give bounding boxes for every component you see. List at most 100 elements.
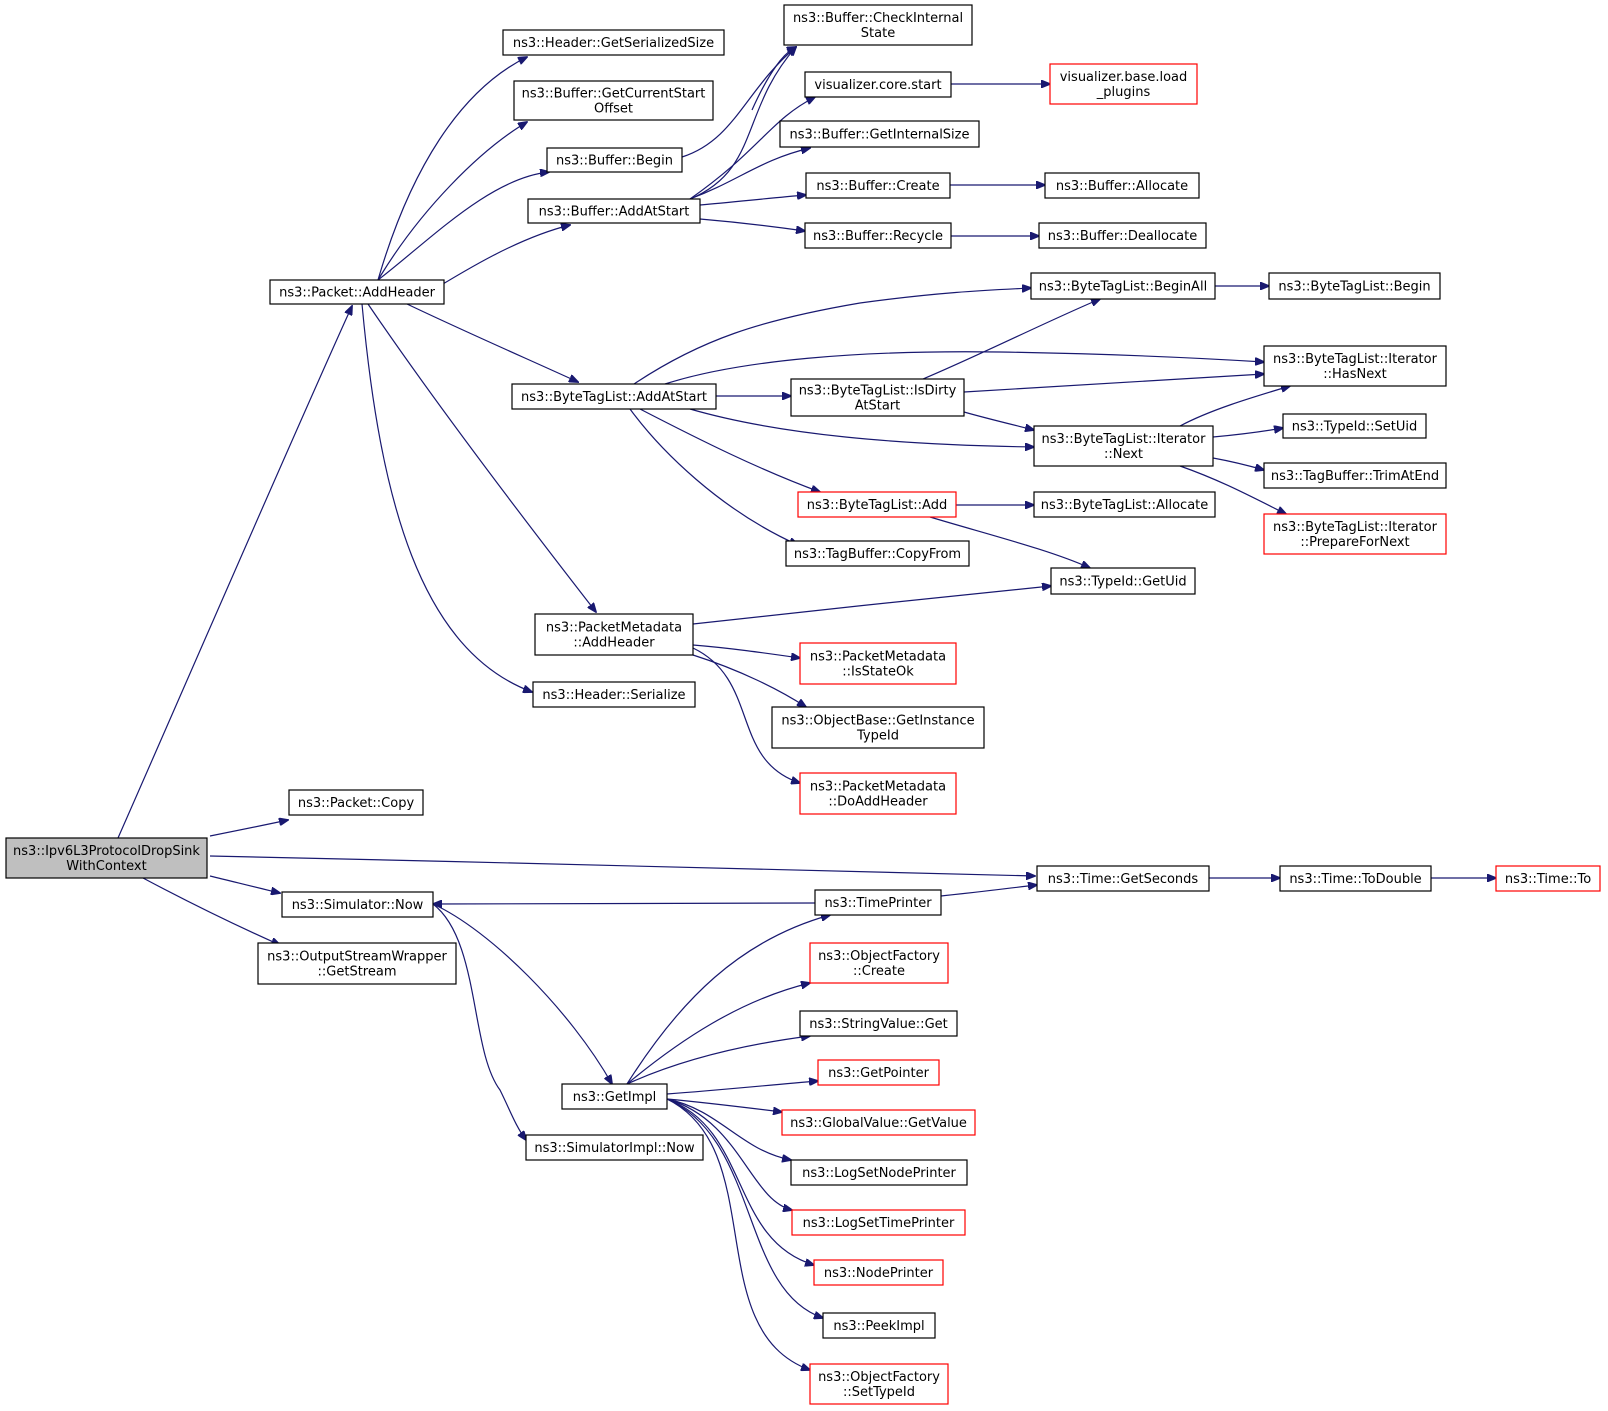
- node-buf-create[interactable]: ns3::Buffer::Create: [805, 172, 951, 199]
- node-box[interactable]: [1038, 222, 1207, 249]
- node-box[interactable]: [525, 1134, 704, 1161]
- node-typeid-getuid[interactable]: ns3::TypeId::GetUid: [1050, 567, 1196, 595]
- node-btl-it-next[interactable]: ns3::ByteTagList::Iterator::Next: [1033, 425, 1214, 467]
- node-box[interactable]: [814, 889, 942, 916]
- node-hdr-getser[interactable]: ns3::Header::GetSerializedSize: [502, 29, 725, 56]
- node-time-to[interactable]: ns3::Time::To: [1495, 865, 1601, 892]
- node-of-create[interactable]: ns3::ObjectFactory::Create: [809, 942, 949, 984]
- node-pm-addheader[interactable]: ns3::PacketMetadata::AddHeader: [534, 613, 694, 656]
- node-tagbuf-copyfrom[interactable]: ns3::TagBuffer::CopyFrom: [785, 540, 970, 567]
- node-osw-getstream[interactable]: ns3::OutputStreamWrapper::GetStream: [257, 942, 457, 985]
- node-box[interactable]: [1036, 865, 1210, 892]
- node-box[interactable]: [281, 891, 434, 918]
- node-time-todouble[interactable]: ns3::Time::ToDouble: [1279, 865, 1432, 892]
- node-viz-load[interactable]: visualizer.base.load_plugins: [1049, 63, 1198, 105]
- node-box[interactable]: [1263, 462, 1447, 489]
- node-box[interactable]: [790, 378, 965, 417]
- node-logsetnode[interactable]: ns3::LogSetNodePrinter: [790, 1159, 968, 1186]
- node-box[interactable]: [269, 279, 445, 305]
- node-box[interactable]: [809, 942, 949, 984]
- node-box[interactable]: [511, 383, 717, 410]
- node-box[interactable]: [288, 789, 424, 816]
- node-buf-addatstart[interactable]: ns3::Buffer::AddAtStart: [527, 198, 701, 224]
- node-btl-it-prep[interactable]: ns3::ByteTagList::Iterator::PrepareForNe…: [1263, 513, 1447, 555]
- node-pkt-addheader[interactable]: ns3::Packet::AddHeader: [269, 279, 445, 305]
- node-buf-recycle[interactable]: ns3::Buffer::Recycle: [804, 222, 952, 249]
- node-box[interactable]: [779, 120, 980, 148]
- node-btl-addatstart[interactable]: ns3::ByteTagList::AddAtStart: [511, 383, 717, 410]
- node-simimpl-now[interactable]: ns3::SimulatorImpl::Now: [525, 1134, 704, 1161]
- node-timeprinter[interactable]: ns3::TimePrinter: [814, 889, 942, 916]
- node-box[interactable]: [1263, 345, 1447, 387]
- node-sv-get[interactable]: ns3::StringValue::Get: [799, 1010, 958, 1037]
- node-tagbuf-trim[interactable]: ns3::TagBuffer::TrimAtEnd: [1263, 462, 1447, 489]
- node-time-getseconds[interactable]: ns3::Time::GetSeconds: [1036, 865, 1210, 892]
- node-box[interactable]: [822, 1312, 936, 1339]
- node-hdr-serialize[interactable]: ns3::Header::Serialize: [532, 681, 696, 708]
- node-buf-begin[interactable]: ns3::Buffer::Begin: [546, 147, 683, 173]
- node-box[interactable]: [1263, 513, 1447, 555]
- node-box[interactable]: [799, 772, 957, 815]
- node-box[interactable]: [527, 198, 701, 224]
- node-box[interactable]: [809, 1363, 949, 1405]
- node-box[interactable]: [781, 1109, 976, 1136]
- node-box[interactable]: [1495, 865, 1601, 892]
- node-btl-beginall[interactable]: ns3::ByteTagList::BeginAll: [1030, 272, 1216, 300]
- node-box[interactable]: [1033, 425, 1214, 467]
- node-buf-allocate[interactable]: ns3::Buffer::Allocate: [1044, 172, 1200, 199]
- node-gv-getvalue[interactable]: ns3::GlobalValue::GetValue: [781, 1109, 976, 1136]
- node-box[interactable]: [791, 1209, 966, 1236]
- node-buf-dealloc[interactable]: ns3::Buffer::Deallocate: [1038, 222, 1207, 249]
- node-pkt-copy[interactable]: ns3::Packet::Copy: [288, 789, 424, 816]
- node-viz-start[interactable]: visualizer.core.start: [804, 71, 952, 98]
- node-box[interactable]: [783, 4, 973, 46]
- node-box[interactable]: [1033, 491, 1216, 518]
- node-pm-isstateok[interactable]: ns3::PacketMetadata::IsStateOk: [799, 642, 957, 685]
- node-getpointer[interactable]: ns3::GetPointer: [817, 1059, 940, 1086]
- node-box[interactable]: [799, 642, 957, 685]
- node-box[interactable]: [1030, 272, 1216, 300]
- node-box[interactable]: [804, 71, 952, 98]
- node-box[interactable]: [797, 491, 957, 518]
- node-box[interactable]: [790, 1159, 968, 1186]
- node-box[interactable]: [805, 172, 951, 199]
- node-box[interactable]: [771, 706, 985, 749]
- node-btl-add[interactable]: ns3::ByteTagList::Add: [797, 491, 957, 518]
- node-box[interactable]: [785, 540, 970, 567]
- node-buf-getintsize[interactable]: ns3::Buffer::GetInternalSize: [779, 120, 980, 148]
- node-box[interactable]: [532, 681, 696, 708]
- node-getimpl[interactable]: ns3::GetImpl: [561, 1083, 668, 1110]
- node-box[interactable]: [817, 1059, 940, 1086]
- node-btl-begin[interactable]: ns3::ByteTagList::Begin: [1268, 272, 1441, 300]
- node-box[interactable]: [813, 1259, 944, 1286]
- node-box[interactable]: [1049, 63, 1198, 105]
- node-peekimpl[interactable]: ns3::PeekImpl: [822, 1312, 936, 1339]
- node-box[interactable]: [1044, 172, 1200, 199]
- node-box[interactable]: [1268, 272, 1441, 300]
- node-box[interactable]: [1050, 567, 1196, 595]
- node-btl-allocate[interactable]: ns3::ByteTagList::Allocate: [1033, 491, 1216, 518]
- node-box[interactable]: [804, 222, 952, 249]
- node-box[interactable]: [257, 942, 457, 985]
- node-box[interactable]: [502, 29, 725, 56]
- node-box[interactable]: [513, 80, 714, 121]
- node-box[interactable]: [561, 1083, 668, 1110]
- node-pm-doaddheader[interactable]: ns3::PacketMetadata::DoAddHeader: [799, 772, 957, 815]
- node-nodeprinter[interactable]: ns3::NodePrinter: [813, 1259, 944, 1286]
- node-of-settypeid[interactable]: ns3::ObjectFactory::SetTypeId: [809, 1363, 949, 1405]
- node-box[interactable]: [534, 613, 694, 656]
- node-logsettime[interactable]: ns3::LogSetTimePrinter: [791, 1209, 966, 1236]
- node-box[interactable]: [546, 147, 683, 173]
- node-sim-now[interactable]: ns3::Simulator::Now: [281, 891, 434, 918]
- node-btl-it-hasnext[interactable]: ns3::ByteTagList::Iterator::HasNext: [1263, 345, 1447, 387]
- node-typeid-setuid[interactable]: ns3::TypeId::SetUid: [1282, 413, 1427, 439]
- node-box[interactable]: [5, 837, 208, 879]
- node-box[interactable]: [1282, 413, 1427, 439]
- node-box[interactable]: [799, 1010, 958, 1037]
- node-box[interactable]: [1279, 865, 1432, 892]
